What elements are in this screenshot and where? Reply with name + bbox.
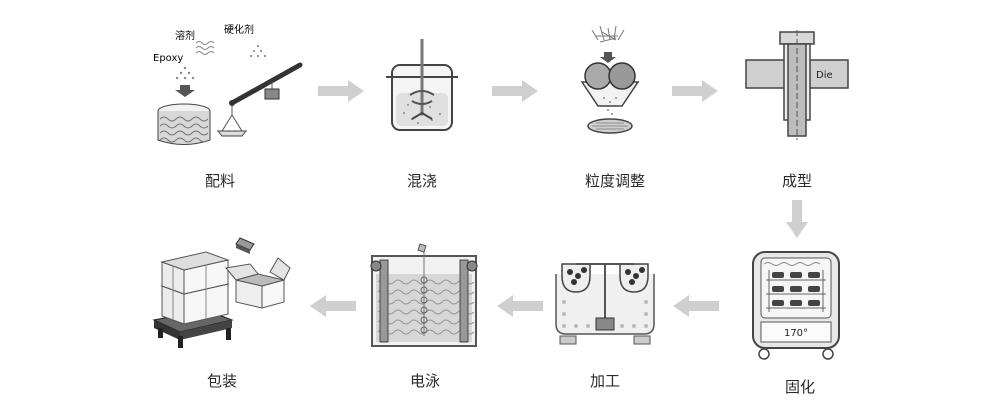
batching-illustration: 溶剂 硬化剂 Epoxy bbox=[153, 23, 303, 145]
molding-die-illustration: Die bbox=[745, 30, 849, 140]
step-curing: 170° bbox=[750, 250, 842, 362]
step-caption-molding: 成型 bbox=[781, 172, 812, 190]
product-bar bbox=[235, 237, 255, 254]
open-box bbox=[225, 257, 291, 309]
step-packing bbox=[150, 228, 295, 353]
step-caption-electrophoresis: 电泳 bbox=[409, 372, 440, 390]
oven-temperature: 170° bbox=[784, 328, 808, 339]
step-mixing bbox=[382, 35, 462, 135]
flow-arrow-right-icon bbox=[492, 80, 538, 102]
step-machining bbox=[550, 252, 660, 347]
flow-arrow-left-icon bbox=[673, 295, 719, 317]
mixing-bucket bbox=[157, 103, 211, 145]
flow-arrow-right-icon bbox=[318, 80, 364, 102]
flow-arrow-right-icon bbox=[672, 80, 718, 102]
step-caption-packing: 包装 bbox=[206, 372, 237, 390]
step-caption-mixing: 混浇 bbox=[406, 172, 437, 190]
step-batching: 溶剂 硬化剂 Epoxy bbox=[140, 15, 315, 155]
step-molding: Die bbox=[742, 28, 852, 143]
flow-arrow-left-icon bbox=[497, 295, 543, 317]
step-electrophoresis bbox=[368, 240, 480, 350]
step-caption-grain-sizing: 粒度调整 bbox=[584, 172, 645, 190]
down-arrow-icon bbox=[175, 85, 195, 97]
machining-illustration bbox=[555, 263, 655, 345]
epoxy-dots bbox=[175, 66, 195, 80]
balance-scale bbox=[216, 62, 303, 137]
flow-arrow-down-icon bbox=[786, 200, 808, 238]
down-arrow-icon bbox=[600, 52, 616, 63]
hardener-label: 硬化剂 bbox=[224, 23, 254, 36]
rotation-icon bbox=[409, 90, 435, 105]
packing-illustration bbox=[152, 237, 291, 348]
stacked-boxes bbox=[160, 251, 230, 325]
die-label: Die bbox=[816, 70, 833, 81]
electrode-right bbox=[459, 259, 469, 343]
epoxy-label: Epoxy bbox=[153, 53, 183, 64]
mixing-tank-illustration bbox=[386, 39, 458, 131]
oven-tray-items bbox=[772, 272, 820, 306]
electrophoresis-tank-illustration bbox=[370, 243, 478, 347]
flow-arrow-left-icon bbox=[310, 295, 356, 317]
step-caption-batching: 配料 bbox=[204, 172, 235, 190]
curing-oven-illustration: 170° bbox=[752, 251, 840, 360]
grinder-illustration bbox=[580, 25, 640, 134]
feed-material bbox=[591, 25, 625, 43]
roller-left bbox=[584, 62, 612, 90]
step-caption-curing: 固化 bbox=[784, 378, 815, 396]
roller-right bbox=[608, 62, 636, 90]
solvent-label: 溶剂 bbox=[175, 29, 195, 42]
step-caption-machining: 加工 bbox=[589, 372, 620, 390]
electrode-left bbox=[379, 259, 389, 343]
step-grain-sizing bbox=[570, 22, 650, 142]
hardener-dots bbox=[250, 45, 266, 57]
